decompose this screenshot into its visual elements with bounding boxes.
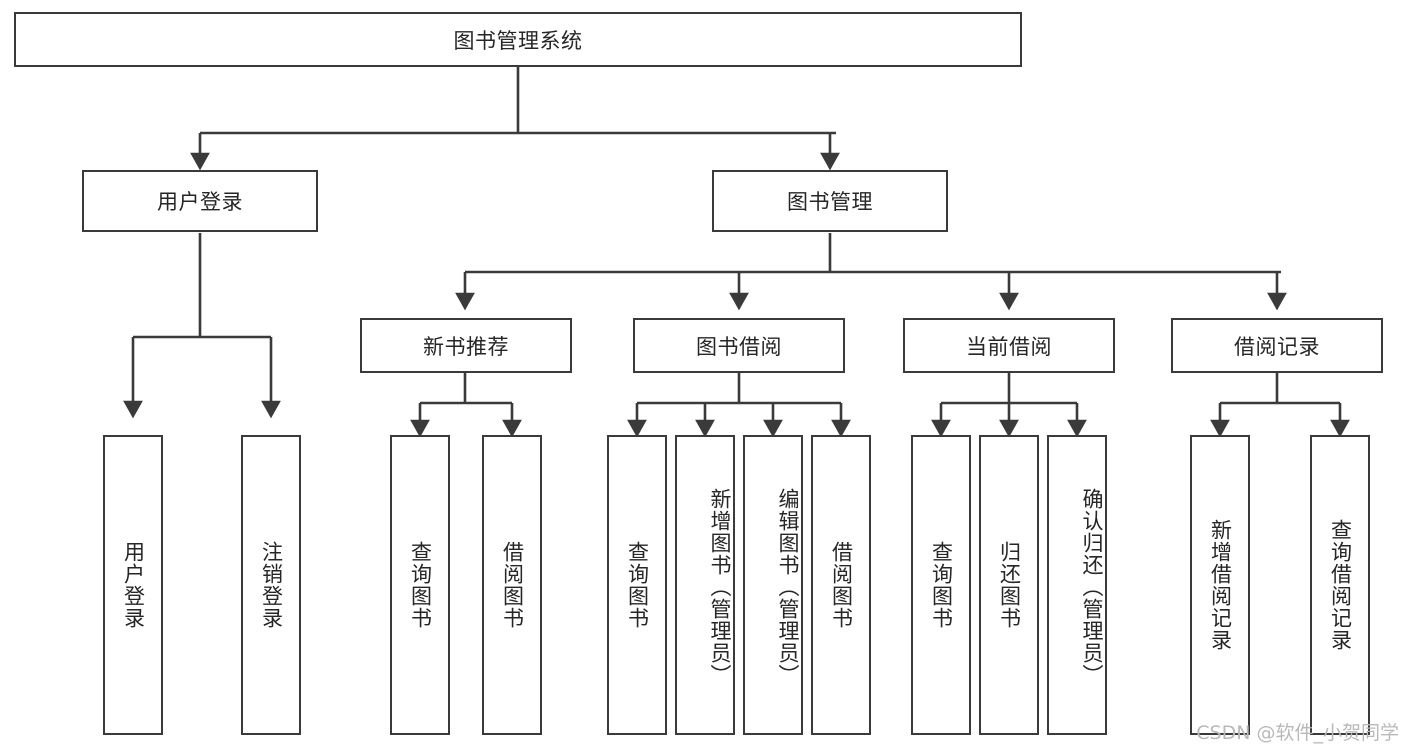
node-leaf-bb-edit-book[interactable]: 编辑图书（管理员） (743, 435, 803, 735)
node-label: 查询图书 (929, 541, 954, 629)
node-label: 查询图书 (408, 541, 433, 629)
node-new-book-recommend[interactable]: 新书推荐 (360, 318, 572, 373)
node-current-borrow[interactable]: 当前借阅 (903, 318, 1115, 373)
node-label: 图书管理 (787, 190, 873, 214)
node-root[interactable]: 图书管理系统 (14, 12, 1022, 67)
csdn-watermark: CSDN @软件_小贺同学 (1196, 722, 1399, 744)
node-label: 编辑图书（管理员） (776, 488, 800, 686)
node-label: 用户登录 (121, 541, 146, 629)
node-label: 查询借阅记录 (1328, 519, 1353, 651)
node-label: 当前借阅 (966, 334, 1052, 359)
node-leaf-logout[interactable]: 注销登录 (241, 435, 301, 735)
node-leaf-cb-return-book[interactable]: 归还图书 (979, 435, 1039, 735)
node-user-login[interactable]: 用户登录 (82, 170, 318, 232)
node-leaf-br-add-record[interactable]: 新增借阅记录 (1190, 435, 1250, 735)
node-leaf-user-login[interactable]: 用户登录 (103, 435, 163, 735)
node-leaf-nbr-query-book[interactable]: 查询图书 (390, 435, 450, 735)
node-leaf-bb-borrow-book[interactable]: 借阅图书 (811, 435, 871, 735)
node-leaf-br-query-record[interactable]: 查询借阅记录 (1310, 435, 1370, 735)
node-label: 借阅图书 (829, 541, 854, 629)
node-label: 新书推荐 (423, 334, 509, 359)
node-book-borrow[interactable]: 图书借阅 (633, 318, 845, 373)
node-leaf-cb-query-book[interactable]: 查询图书 (911, 435, 971, 735)
node-leaf-cb-confirm-return[interactable]: 确认归还（管理员） (1047, 435, 1107, 735)
node-label: 确认归还（管理员） (1080, 488, 1104, 686)
node-label: 用户登录 (157, 190, 243, 214)
node-label: 注销登录 (259, 541, 284, 629)
node-leaf-bb-add-book[interactable]: 新增图书（管理员） (675, 435, 735, 735)
node-borrow-record[interactable]: 借阅记录 (1171, 318, 1383, 373)
node-label: 借阅记录 (1234, 334, 1320, 359)
node-label: 图书借阅 (696, 334, 782, 359)
node-leaf-nbr-borrow-book[interactable]: 借阅图书 (482, 435, 542, 735)
node-leaf-bb-query-book[interactable]: 查询图书 (607, 435, 667, 735)
node-label: 新增图书（管理员） (708, 488, 732, 686)
node-label: 图书管理系统 (453, 28, 583, 53)
node-label: 借阅图书 (500, 541, 525, 629)
node-label: 新增借阅记录 (1208, 519, 1233, 651)
node-book-manage[interactable]: 图书管理 (712, 170, 948, 232)
node-label: 归还图书 (997, 541, 1022, 629)
node-label: 查询图书 (625, 541, 650, 629)
